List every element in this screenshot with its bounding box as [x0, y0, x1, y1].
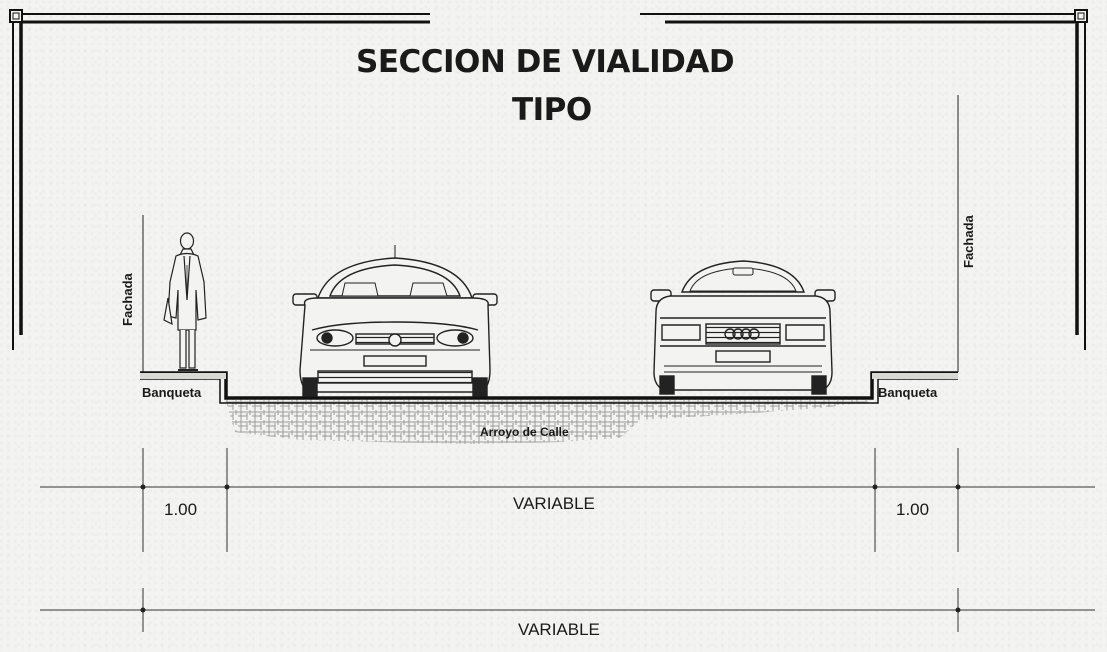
frame-top	[9, 9, 1088, 24]
street-profile	[140, 371, 958, 404]
facade-label-left: Fachada	[120, 273, 135, 326]
car-right	[650, 260, 836, 395]
sidewalk-label-left: Banqueta	[142, 385, 202, 400]
facade-label-right: Fachada	[961, 215, 976, 268]
dimension-sidewalk-left: 1.00	[164, 500, 198, 519]
dimension-sidewalk-right: 1.00	[896, 500, 930, 519]
drawing-subtitle: TIPO	[512, 92, 592, 128]
sidewalk-label-right: Banqueta	[878, 385, 938, 400]
car-left	[292, 245, 498, 397]
dimension-roadway: VARIABLE	[513, 494, 595, 513]
frame-sides	[12, 22, 1086, 350]
dimension-total: VARIABLE	[518, 620, 600, 639]
ground-hatch	[225, 398, 870, 444]
roadway-label: Arroyo de Calle	[480, 425, 569, 439]
pedestrian-figure	[163, 232, 207, 371]
drawing-title: SECCION DE VIALIDAD	[356, 44, 735, 80]
dimension-ticks	[140, 484, 961, 613]
dimension-lines	[40, 448, 1095, 632]
